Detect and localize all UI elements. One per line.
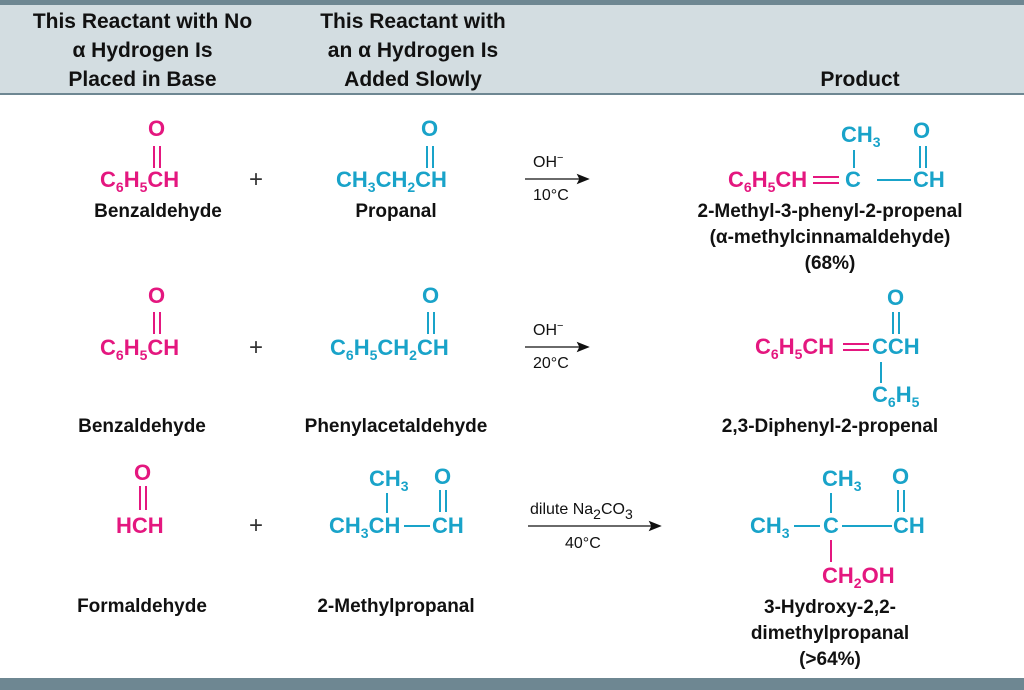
r2-product-phenyl: C6H5CH	[755, 334, 835, 362]
r2-reactant1-oxygen: O	[148, 283, 166, 308]
r2-reagent: OH−	[533, 320, 564, 340]
bond-product-1	[853, 146, 927, 181]
r3-product-ch2oh: CH2OH	[822, 563, 895, 591]
r1-reactant1-oxygen: O	[148, 116, 166, 141]
r1-reagent: OH−	[533, 152, 564, 172]
bond-co-r3-a	[139, 486, 147, 510]
r3-product-oxygen: O	[892, 464, 910, 489]
r3-reactant2-chain: CH3CH	[329, 513, 401, 541]
r1-product-phenyl: C6H5CH	[728, 167, 808, 195]
r3-reactant1-name: Formaldehyde	[77, 596, 207, 617]
header-col3: Product	[820, 68, 900, 91]
r1-product-oxygen: O	[913, 118, 931, 143]
r2-reactant2-formula: C6H5CH2CH	[330, 335, 449, 363]
r1-reactant1-name: Benzaldehyde	[94, 201, 222, 222]
r3-product-carbon: C	[823, 513, 839, 538]
r2-reactant2-oxygen: O	[422, 283, 440, 308]
reaction-arrow-1	[525, 173, 590, 185]
reaction-arrow-3	[528, 520, 662, 532]
bond-co-r2-a	[153, 312, 161, 334]
reaction-arrow-2	[525, 341, 590, 353]
r2-oxygen-row1: O	[421, 116, 439, 141]
r3-reactant1-formula: HCH	[116, 513, 164, 538]
header-col2: This Reactant with an α Hydrogen Is Adde…	[320, 10, 506, 91]
r1-product-ch: CH	[913, 167, 945, 192]
bond-co-r1-a	[153, 146, 161, 168]
r2-reactant1-name: Benzaldehyde	[78, 416, 206, 437]
bond-product-3	[794, 490, 905, 527]
r1-reactant2-name: Propanal	[355, 201, 437, 222]
r3-temperature: 40°C	[565, 535, 601, 552]
r2-reactant1-formula: C6H5CH	[100, 335, 180, 363]
r1-temperature: 10°C	[533, 187, 569, 204]
r1-plus: +	[249, 166, 264, 193]
r3-reactant1-oxygen: O	[134, 460, 152, 485]
bond-co-r1-b	[426, 146, 434, 168]
r2-product-name: 2,3-Diphenyl-2-propenal	[721, 416, 939, 437]
header-col1: This Reactant with No α Hydrogen Is Plac…	[32, 10, 253, 91]
r2-plus: +	[249, 334, 264, 361]
r3-reactant2-ch: CH	[432, 513, 464, 538]
r1-reactant2-formula: CH3CH2CH	[336, 167, 447, 195]
bottom-rule	[0, 678, 1024, 690]
r2-product-oxygen: O	[887, 285, 905, 310]
r3-product-left-ch3: CH3	[750, 513, 790, 541]
r2-product-cch: CCH	[872, 334, 920, 359]
r1-product-ch3: CH3	[841, 122, 881, 150]
r3-plus: +	[249, 512, 264, 539]
r3-product-top-ch3: CH3	[822, 466, 862, 494]
bond-product-2	[880, 312, 900, 383]
r2-product-c6h5: C6H5	[872, 382, 920, 410]
r1-product-carbon: C	[845, 167, 861, 192]
r3-reagent: dilute Na2CO3	[530, 501, 633, 522]
bond-reactant-3b	[386, 490, 447, 527]
r1-reactant1-formula: C6H5CH	[100, 167, 180, 195]
top-rule	[0, 0, 1024, 5]
bond-double-product-1	[813, 176, 839, 184]
r3-reactant2-oxygen: O	[434, 464, 452, 489]
r3-reactant2-ch3: CH3	[369, 466, 409, 494]
r1-product-name: 2-Methyl-3-phenyl-2-propenal (α-methylci…	[697, 201, 963, 274]
r3-reactant2-name: 2-Methylpropanal	[317, 596, 475, 617]
r3-product-ch: CH	[893, 513, 925, 538]
bond-double-product-2	[843, 343, 869, 351]
r2-temperature: 20°C	[533, 355, 569, 372]
r2-reactant2-name: Phenylacetaldehyde	[304, 416, 488, 437]
bond-co-r2-b	[427, 312, 435, 334]
r3-product-name: 3-Hydroxy-2,2- dimethylpropanal (>64%)	[750, 597, 910, 670]
table-header: This Reactant with No α Hydrogen Is Plac…	[0, 5, 1024, 95]
